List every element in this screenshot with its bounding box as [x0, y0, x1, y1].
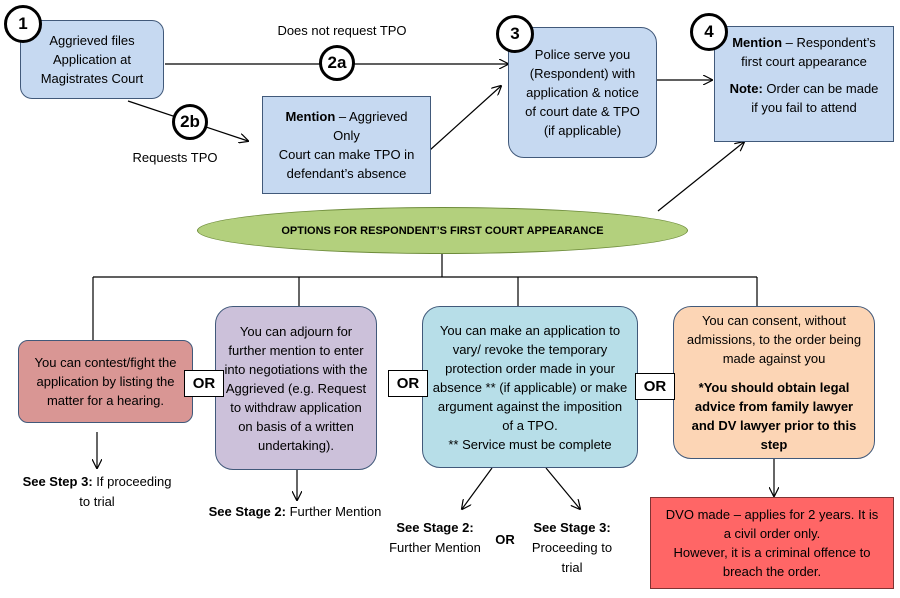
- step-2a-label: Does not request TPO: [277, 23, 407, 38]
- options-title: OPTIONS FOR RESPONDENT’S FIRST COURT APP…: [281, 224, 604, 237]
- step-4-circle: 4: [690, 13, 728, 51]
- outcome-see-stage-3: See Stage 3: Proceeding to trial: [531, 520, 613, 575]
- step-1-box: Aggrieved files Application at Magistrat…: [20, 20, 164, 99]
- step-2b-label: Requests TPO: [132, 150, 218, 165]
- dvo-made-box: DVO made – applies for 2 years. It is a …: [650, 497, 894, 589]
- step-4-box: Mention – Respondent’s first court appea…: [714, 26, 894, 142]
- or-label-1: OR: [184, 370, 224, 397]
- step-3-text: Police serve you (Respondent) with appli…: [525, 47, 640, 138]
- options-branch-lines: [92, 254, 758, 340]
- option-vary-box: You can make an application to vary/ rev…: [422, 306, 638, 468]
- step-1-text: Aggrieved files Application at Magistrat…: [40, 33, 144, 86]
- mention-aggrieved-note: Court can make TPO in defendant’s absenc…: [278, 147, 415, 181]
- option-adjourn-box: You can adjourn for further mention to e…: [215, 306, 377, 470]
- arrow-vary-to-stage3: [545, 467, 580, 509]
- outcome-see-stage-2-further-mention: See Stage 2: Further Mention: [389, 520, 481, 555]
- outcome-see-stage-2: See Stage 2: Further Mention: [208, 504, 382, 519]
- options-title-ellipse: OPTIONS FOR RESPONDENT’S FIRST COURT APP…: [197, 207, 688, 254]
- step-1-circle: 1: [4, 5, 42, 43]
- outcome-see-step-3: See Step 3: If proceeding to trial: [22, 474, 172, 509]
- arrow-vary-to-stage2: [462, 467, 493, 509]
- step-3-box: Police serve you (Respondent) with appli…: [508, 27, 657, 158]
- step-3-circle: 3: [496, 15, 534, 53]
- step-2b-circle: 2b: [172, 104, 208, 140]
- or-label-2: OR: [388, 370, 428, 397]
- mention-label: Mention: [285, 109, 336, 124]
- option-consent-box: You can consent, without admissions, to …: [673, 306, 875, 459]
- mention-aggrieved-box: Mention – Aggrieved Only Court can make …: [262, 96, 431, 194]
- outcome-or-small: OR: [495, 532, 515, 547]
- option-contest-box: You can contest/fight the application by…: [18, 340, 193, 423]
- arrow-ellipse-to-4: [657, 142, 744, 212]
- arrow-mention-to-3: [429, 86, 501, 151]
- or-label-3: OR: [635, 373, 675, 400]
- step-2a-circle: 2a: [319, 45, 355, 81]
